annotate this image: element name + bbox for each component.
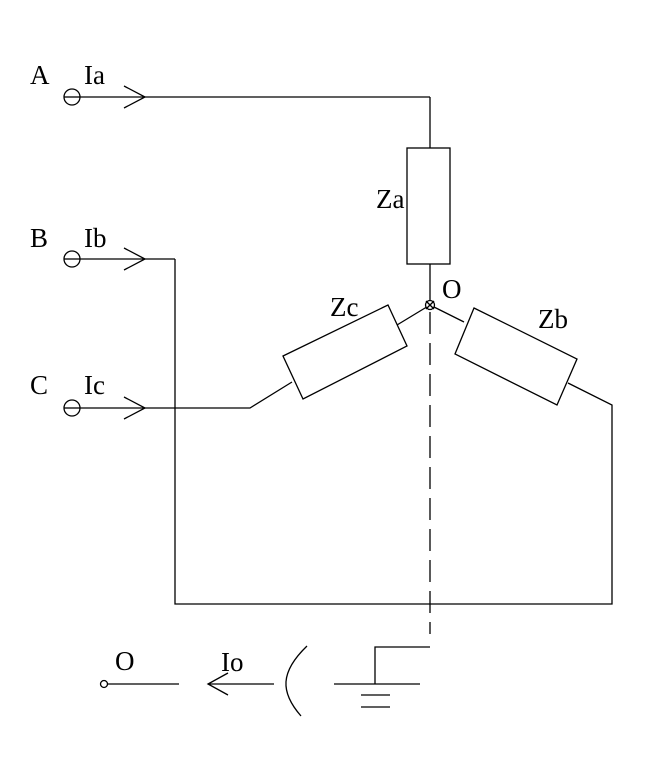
phase-b-branch: B Ib Zb [30,223,613,605]
impedance-za-label: Za [376,184,404,214]
neutral-to-zb-wire [429,304,465,323]
current-ib-label: Ib [84,223,107,253]
phase-c-branch: C Ic Zc [30,292,431,420]
neutral-return-terminal [99,679,109,689]
current-ia-label: Ia [84,60,105,90]
neutral-node-cross-2 [425,300,435,310]
impedance-zb-box [454,307,578,406]
current-io-label: Io [221,647,244,677]
ground-lead-wire [374,646,430,684]
break-symbol [285,645,308,717]
terminal-b-label: B [30,223,48,253]
phase-a-branch: A Ia Za [30,60,451,301]
neutral-return-label: O [115,646,135,676]
impedance-zc-label: Zc [330,292,358,322]
phase-c-wire [80,381,293,409]
current-ib-arrow [123,247,147,271]
current-ic-arrow [123,396,147,420]
impedance-zb-label: Zb [538,304,568,334]
current-ia-arrow [123,85,147,109]
impedance-zc-box [282,304,408,400]
impedance-za-box [406,147,451,265]
terminal-c-label: C [30,370,48,400]
current-io-arrow [206,672,229,696]
zc-to-neutral-wire [396,304,431,326]
terminal-a-label: A [30,60,50,90]
neutral-ground-section: O Io O [99,274,462,717]
neutral-node-label: O [442,274,462,304]
phase-b-loop-wire [174,259,613,605]
current-ic-label: Ic [84,370,105,400]
